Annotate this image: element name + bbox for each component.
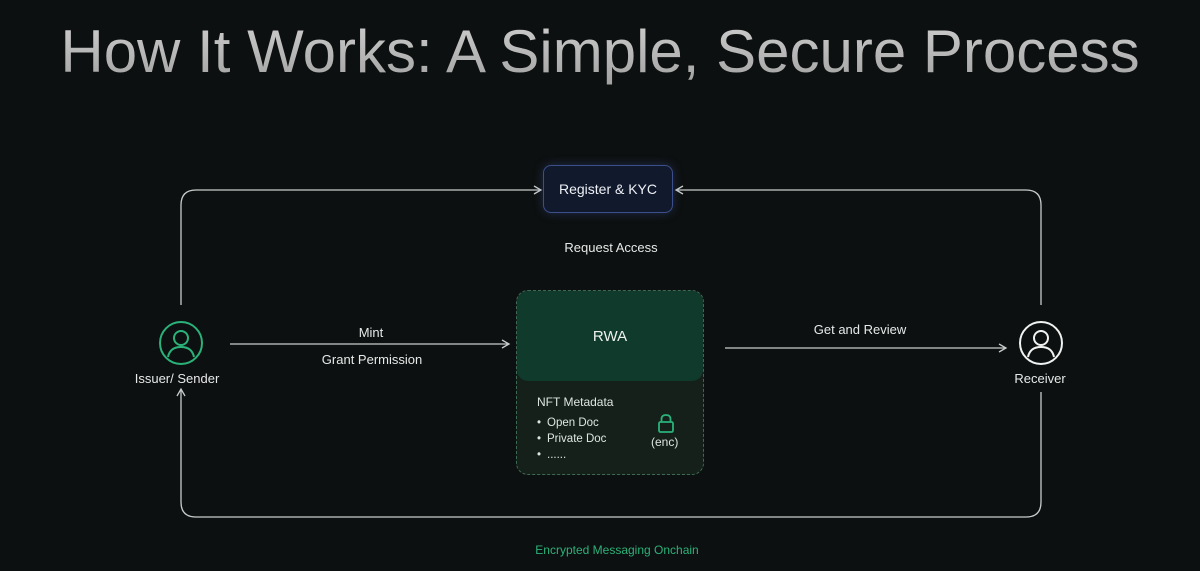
receiver-user-icon bbox=[1019, 321, 1063, 365]
edge-issuer-to-register bbox=[180, 185, 543, 305]
encrypted-messaging-label: Encrypted Messaging Onchain bbox=[535, 543, 699, 557]
issuer-user-icon bbox=[159, 321, 203, 365]
get-and-review-label: Get and Review bbox=[813, 322, 907, 337]
issuer-label: Issuer/ Sender bbox=[134, 371, 220, 386]
list-item: Open Doc bbox=[537, 415, 606, 431]
rwa-card: RWA NFT Metadata Open Doc Private Doc ..… bbox=[516, 290, 704, 475]
enc-label: (enc) bbox=[651, 435, 679, 449]
register-kyc-node: Register & KYC bbox=[543, 165, 673, 213]
list-item: ...... bbox=[537, 447, 606, 463]
mint-label: Mint bbox=[358, 325, 384, 340]
grant-permission-label: Grant Permission bbox=[321, 352, 423, 367]
rwa-title: RWA bbox=[517, 291, 703, 381]
list-item: Private Doc bbox=[537, 431, 606, 447]
page-title: How It Works: A Simple, Secure Process bbox=[0, 14, 1200, 90]
receiver-label: Receiver bbox=[1014, 371, 1066, 386]
request-access-label: Request Access bbox=[564, 240, 658, 255]
edge-receiver-to-register bbox=[674, 185, 1042, 305]
lock-icon bbox=[658, 414, 674, 433]
nft-metadata-title: NFT Metadata bbox=[537, 395, 614, 409]
edge-receiver-to-issuer bbox=[176, 387, 1042, 518]
metadata-list: Open Doc Private Doc ...... bbox=[537, 415, 606, 463]
